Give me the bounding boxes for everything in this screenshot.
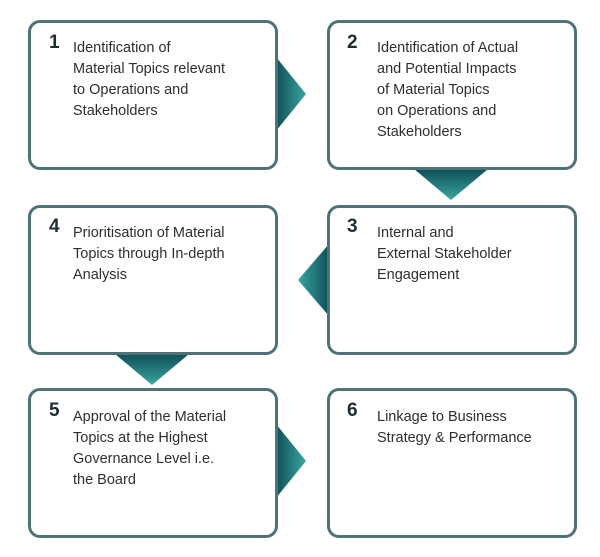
- step-4-line: Prioritisation of Material: [73, 225, 225, 241]
- step-2-line: and Potential Impacts: [377, 61, 517, 77]
- step-6-text: Linkage to Business Strategy & Performan…: [377, 407, 532, 449]
- step-2-text: Identification of Actual and Potential I…: [377, 38, 518, 143]
- arrow-4-to-5: [115, 354, 189, 385]
- step-3-line: Engagement: [377, 267, 460, 283]
- step-4-line: Topics through In-depth: [73, 246, 225, 262]
- step-1-box: [28, 20, 278, 170]
- step-1-line: to Operations and: [73, 82, 189, 98]
- step-3-line: External Stakeholder: [377, 246, 512, 262]
- step-3-box: [327, 205, 577, 355]
- arrow-1-to-2: [276, 57, 306, 131]
- step-1-number: 1: [49, 32, 60, 53]
- step-6-box: [327, 388, 577, 538]
- step-5-line: Approval of the Material: [73, 409, 227, 425]
- step-2-box: [327, 20, 577, 170]
- step-2-line: of Material Topics: [377, 82, 490, 98]
- arrow-2-to-3: [414, 169, 488, 200]
- arrow-3-to-4: [298, 244, 329, 316]
- step-5-text: Approval of the Material Topics at the H…: [73, 407, 226, 491]
- step-5-line: Topics at the Highest: [73, 430, 208, 446]
- step-2-line: Identification of Actual: [377, 40, 519, 56]
- step-2-line: on Operations and: [377, 103, 497, 119]
- arrow-5-to-6: [276, 424, 306, 498]
- step-1-text: Identification of Material Topics releva…: [73, 38, 225, 122]
- step-2-number: 2: [347, 32, 358, 53]
- step-6-number: 6: [347, 400, 358, 421]
- step-1-line: Identification of: [73, 40, 171, 56]
- step-1-line: Stakeholders: [73, 103, 158, 119]
- step-2-line: Stakeholders: [377, 124, 462, 140]
- step-4-box: [28, 205, 278, 355]
- step-5-box: [28, 388, 278, 538]
- step-4-line: Analysis: [73, 267, 127, 283]
- step-6-line: Linkage to Business: [377, 409, 507, 425]
- step-3-number: 3: [347, 216, 358, 237]
- step-5-number: 5: [49, 400, 60, 421]
- step-3-line: Internal and: [377, 225, 454, 241]
- step-4-text: Prioritisation of Material Topics throug…: [73, 223, 225, 286]
- step-6-line: Strategy & Performance: [377, 430, 532, 446]
- step-5-line: Governance Level i.e.: [73, 451, 215, 467]
- step-5-line: the Board: [73, 472, 136, 488]
- step-3-text: Internal and External Stakeholder Engage…: [377, 223, 512, 286]
- step-4-number: 4: [49, 216, 60, 237]
- step-1-line: Material Topics relevant: [73, 61, 226, 77]
